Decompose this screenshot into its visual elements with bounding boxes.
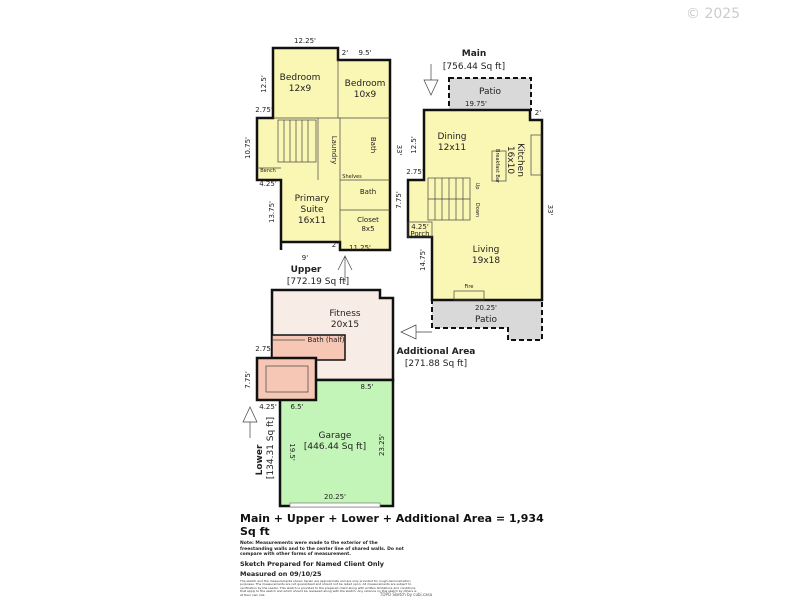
upper-stairs — [277, 119, 317, 163]
dimension: 4.25' — [259, 180, 277, 188]
dimension: 8.5' — [360, 383, 373, 391]
room-name: Closet — [357, 216, 379, 224]
dimension: 4.25' — [411, 223, 429, 231]
additional-area-label: Additional Area — [397, 347, 476, 357]
level-area: [772.19 Sq ft] — [287, 277, 349, 287]
room-name: Suite — [301, 205, 324, 215]
main-stairs — [427, 177, 471, 221]
dimension: 9' — [302, 254, 308, 262]
dimension: 13.75' — [268, 201, 276, 223]
dimension: 4.25' — [259, 403, 277, 411]
main-level: Main [756.44 Sq ft] Patio Dining 12x11 K… — [395, 49, 554, 341]
room-name: Garage — [319, 431, 352, 441]
dimension: 12.25' — [294, 37, 316, 45]
breakfast-bar — [491, 150, 507, 182]
measured-date: Measured on 09/10/25 — [240, 569, 322, 578]
disclaimer: The sketch and the measurements shown he… — [240, 578, 417, 597]
room-name: Patio — [475, 315, 498, 325]
room-size: 10x9 — [354, 90, 377, 100]
dimension: 12.5' — [260, 75, 268, 93]
dimension: 2.75' — [255, 106, 273, 114]
room-size: 12x9 — [289, 84, 312, 94]
additional-area-value: [271.88 Sq ft] — [405, 359, 467, 369]
dimension: 2' — [535, 109, 541, 117]
level-label: Lower — [255, 444, 265, 475]
entry-arrow-icon — [423, 64, 439, 96]
room-size: 8x5 — [361, 225, 374, 233]
footer-credit: TOPO Sketch by cubi.casa — [379, 592, 433, 597]
dimension: 2' — [332, 241, 338, 249]
room-name: Shelves — [342, 174, 362, 180]
upper-level: Bedroom 12x9 Bedroom 10x9 Primary Suite … — [244, 37, 403, 287]
level-label: Main — [462, 49, 487, 59]
room-name: Bedroom — [345, 79, 386, 89]
entry-arrow-icon — [400, 324, 432, 340]
room-size: 16x11 — [298, 216, 326, 226]
summary: Main + Upper + Lower + Additional Area =… — [240, 512, 560, 597]
room-name: Bench — [260, 168, 276, 174]
room-name: Primary — [295, 194, 330, 204]
room-name: Breakfast Bar — [494, 149, 500, 184]
room-name: Bath — [360, 188, 376, 196]
watermark: © 2025 — [686, 6, 741, 22]
main-outline — [406, 108, 544, 302]
room-size: 20x15 — [331, 320, 359, 330]
patio-bottom — [431, 299, 543, 341]
dimension: 11.25' — [349, 244, 371, 252]
room-name: Bedroom — [280, 73, 321, 83]
room-name: Patio — [479, 87, 502, 97]
dimension: 7.75' — [395, 191, 403, 209]
level-area: [756.44 Sq ft] — [443, 62, 505, 72]
room-name: Dining — [437, 132, 466, 142]
room-name: Fire — [465, 284, 474, 290]
room-name: Bath (half) — [307, 336, 344, 344]
level-area: [134.31 Sq ft] — [266, 417, 276, 479]
dimension: 12.5' — [410, 136, 418, 154]
room-name: Fitness — [329, 309, 360, 319]
lower-level: Fitness 20x15 Bath (half) Garage [446.44… — [242, 288, 395, 508]
room-name: Bath — [369, 137, 377, 153]
entry-arrow-icon — [242, 406, 258, 438]
room-name: Kitchen — [515, 143, 525, 177]
total-area: Main + Upper + Lower + Additional Area =… — [240, 512, 544, 538]
room-name: Laundry — [330, 136, 338, 165]
entry-arrow-icon — [337, 255, 353, 282]
dimension: 9.5' — [358, 49, 371, 57]
upper-outline — [255, 46, 392, 252]
fireplace — [453, 290, 485, 301]
lower-stairs — [255, 356, 318, 402]
room-size: 16x10 — [505, 146, 515, 175]
dimension: 6.5' — [290, 403, 303, 411]
dimension: 10.75' — [244, 137, 252, 159]
room-name: Living — [473, 245, 500, 255]
dimension: 20.25' — [475, 304, 497, 312]
dimension: 2.75' — [406, 168, 424, 176]
measurement-note: Note: Measurements were made to the exte… — [240, 541, 404, 557]
dimension: 20.25' — [324, 493, 346, 501]
room-size: 19x18 — [472, 256, 501, 266]
dimension: 2' — [342, 49, 348, 57]
dimension: 23.25' — [378, 434, 386, 456]
dimension: 19.75' — [465, 100, 487, 108]
dimension: 2.75' — [255, 345, 273, 353]
room-size: 12x11 — [438, 143, 466, 153]
room-name: Up — [474, 183, 480, 190]
dimension: 14.75' — [419, 249, 427, 271]
dimension: 33' — [395, 145, 403, 156]
room-name: Down — [474, 203, 480, 217]
dimension: 33' — [546, 205, 554, 216]
dimension: 19.5' — [288, 443, 296, 461]
prepared-for: Sketch Prepared for Named Client Only — [240, 559, 384, 568]
room-size: [446.44 Sq ft] — [304, 442, 366, 452]
level-label: Upper — [291, 265, 322, 275]
room-name: Porch — [410, 230, 429, 238]
dimension: 7.75' — [244, 371, 252, 389]
